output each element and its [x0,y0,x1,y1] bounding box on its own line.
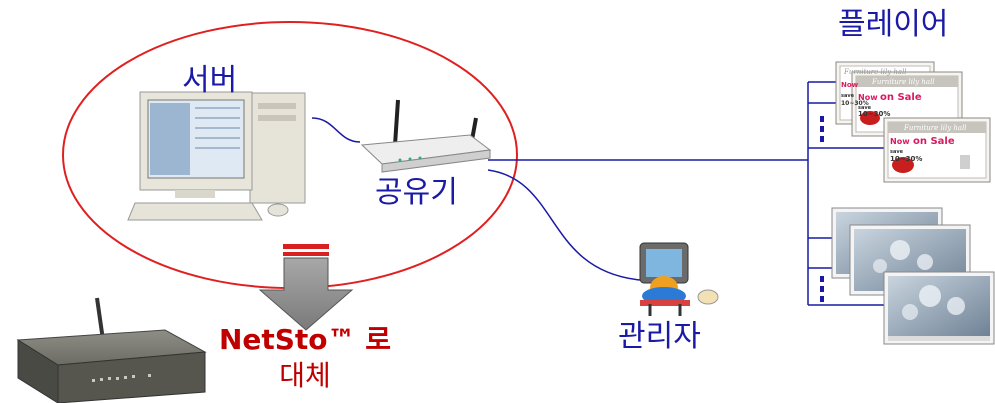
admin-label: 관리자 [618,319,701,354]
screen3-discount-text: 10~30% [890,155,922,163]
screen1-discount-text: 10~30% [841,100,869,107]
screen2-discount-text: 10~30% [858,110,890,118]
screen2-on-sale-text: on Sale [880,92,922,103]
admin-person-icon [639,242,719,316]
replace-label-line1: NetSto™ 로 [218,323,392,356]
screen1-now-text: Now [841,81,859,89]
more-players-dots-bottom [820,276,824,302]
netsto-device-icon [16,297,207,403]
server-computer-icon [127,91,306,221]
router-label: 공유기 [375,175,458,210]
screen3-save-text: save [890,149,904,155]
screen2-now-text: Now [858,93,878,102]
screen3-on-sale-text: on Sale [913,136,955,147]
players-label: 플레이어 [838,7,949,42]
replace-arrow-icon [258,244,354,331]
replace-label-line2: 대체 [279,359,331,392]
drops-player-screen-3 [883,271,995,345]
drops-player-screen-2 [849,224,971,296]
screen2-brand-text: Furniture lily hall [871,78,935,86]
screen3-brand-text: Furniture lily hall [903,124,967,132]
router-icon [360,99,492,173]
more-players-dots-top [820,116,824,142]
screen1-brand-text: Furniture lily hall [843,68,907,76]
sale-player-screen-3 [883,117,991,183]
server-label: 서버 [182,63,238,98]
screen2-save-text: save [858,105,872,111]
screen3-now-text: Now [890,137,910,146]
screen1-save-text: save [841,93,855,99]
